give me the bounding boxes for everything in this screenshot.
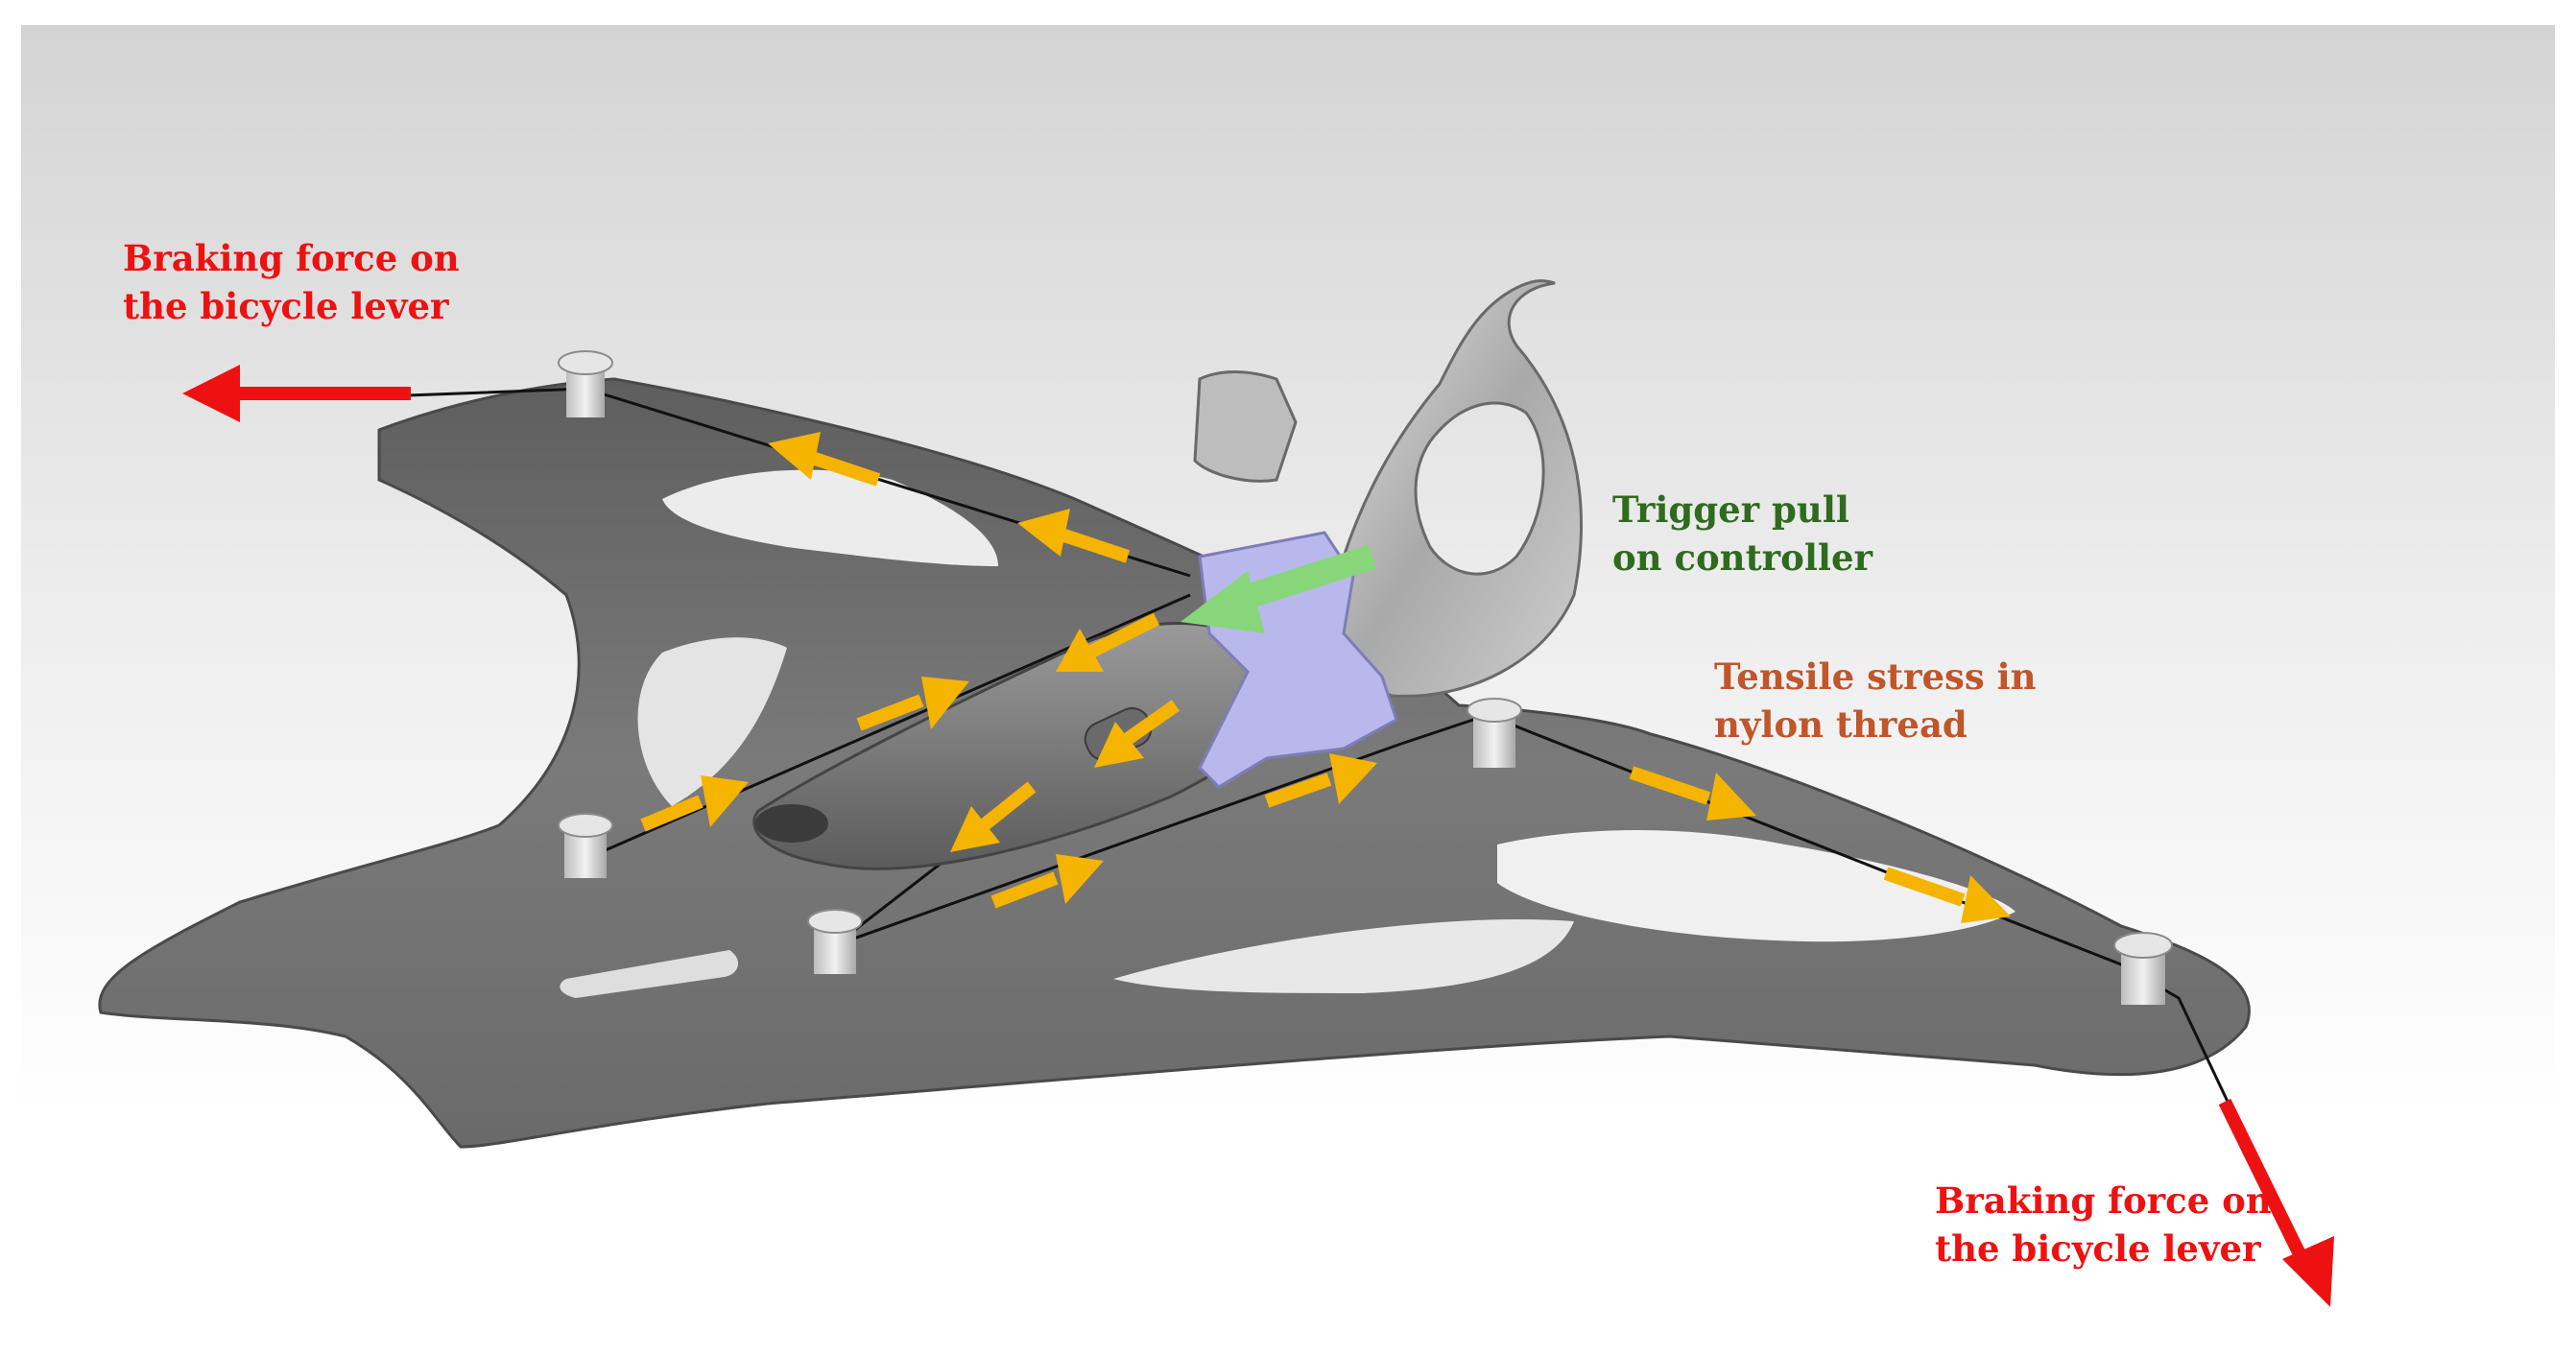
tension-arrow-3: [1056, 612, 1160, 672]
tension-arrow-6: [1094, 700, 1181, 768]
tensile-arrows: [640, 432, 2011, 923]
tension-arrow-11: [1883, 867, 2011, 923]
braking-force-label-right: Braking force on the bicycle lever: [1935, 1177, 2272, 1273]
peg-top-left: [558, 350, 613, 417]
peg-middle-left: [558, 813, 613, 878]
braking-force-right-line1: Braking force on: [1935, 1179, 2272, 1222]
plate-slot: [560, 950, 739, 998]
peg-center-right: [1467, 698, 1522, 768]
thread-left-bottom: [834, 742, 1402, 947]
braking-force-label-left: Braking force on the bicycle lever: [123, 234, 460, 330]
tension-arrow-9: [1264, 753, 1377, 808]
tension-arrow-2: [1017, 509, 1131, 563]
trigger-pull-line2: on controller: [1612, 536, 1872, 579]
tension-arrow-10: [1629, 766, 1756, 821]
tension-arrow-4: [856, 677, 969, 731]
tension-arrow-1: [768, 432, 881, 487]
tensile-stress-line2: nylon thread: [1714, 703, 1968, 746]
trigger-pull-label: Trigger pull on controller: [1612, 486, 1872, 582]
tensile-stress-label: Tensile stress in nylon thread: [1714, 653, 2037, 749]
controller-ring-wing: [1193, 370, 1298, 483]
tensile-stress-line1: Tensile stress in: [1714, 655, 2037, 698]
pegs: [558, 350, 2173, 1005]
thread-left-middle: [584, 593, 1191, 861]
braking-force-left-line1: Braking force on: [123, 237, 460, 279]
braking-arrow-left: [182, 365, 411, 422]
tension-arrow-7: [950, 781, 1037, 852]
braking-force-left-line2: the bicycle lever: [123, 285, 449, 327]
controller-tip: [755, 804, 828, 843]
braking-force-right-line2: the bicycle lever: [1935, 1227, 2261, 1270]
tension-arrow-8: [990, 854, 1104, 909]
braking-arrow-right: [2218, 1098, 2334, 1307]
plate-cutout-lower: [1113, 919, 1574, 993]
peg-far-right: [2113, 932, 2173, 1005]
plate-cutout-right: [1497, 830, 2015, 942]
plate-cutout-left: [662, 469, 998, 566]
plate-cutout-middle: [637, 637, 787, 806]
trigger-pull-arrow: [1181, 544, 1376, 633]
trigger-pull-line1: Trigger pull: [1612, 488, 1849, 531]
peg-bottom: [807, 909, 863, 974]
tension-arrow-5: [640, 775, 749, 832]
